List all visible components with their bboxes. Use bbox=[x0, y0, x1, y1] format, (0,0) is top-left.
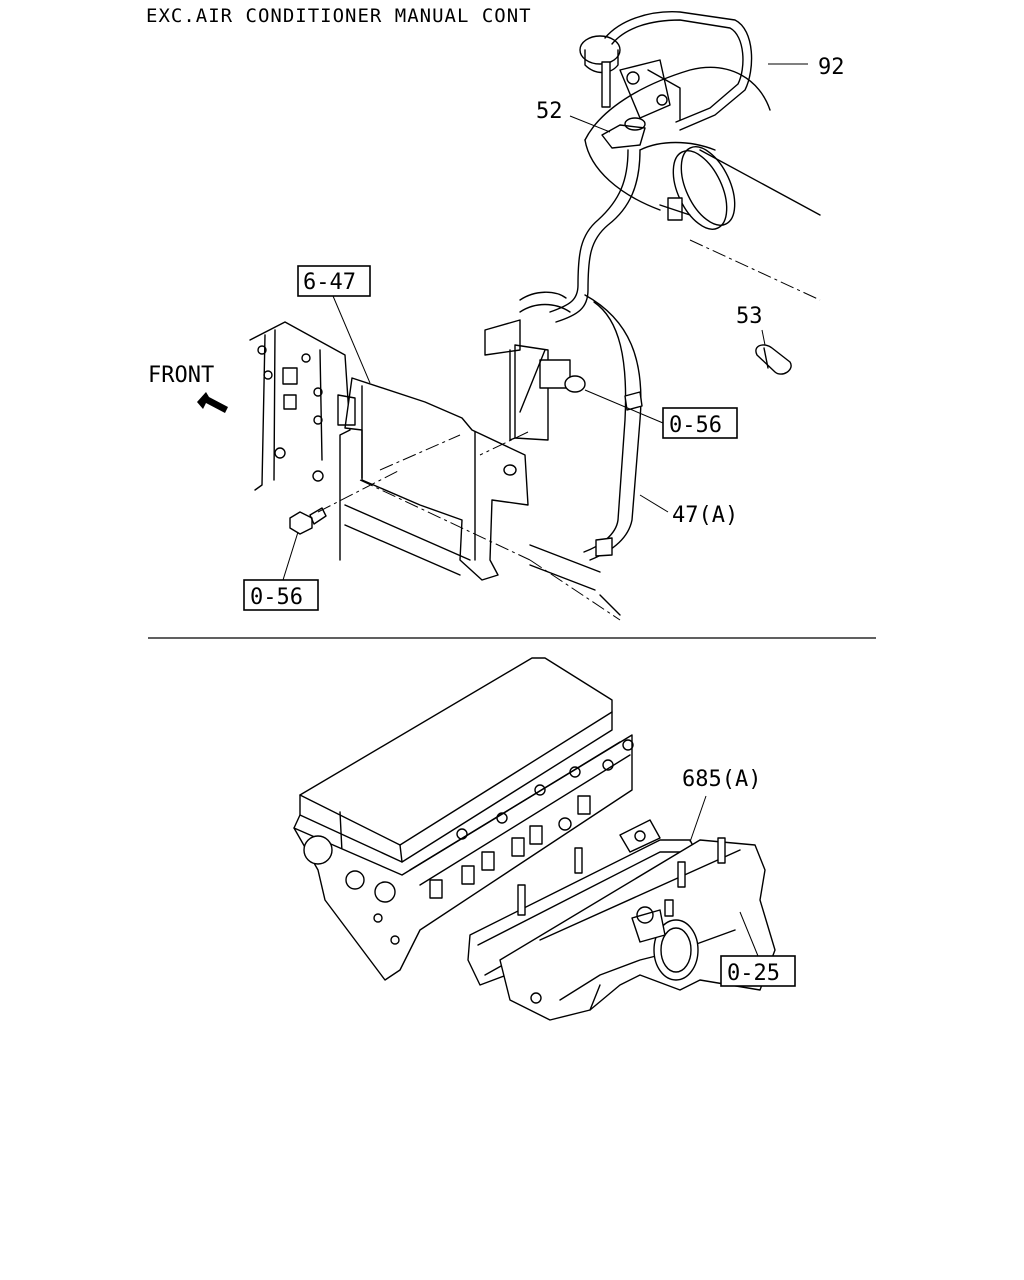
upper-assembly-drawing bbox=[197, 11, 821, 621]
callout-92: 92 bbox=[818, 55, 845, 80]
leader-0-56-right bbox=[584, 389, 664, 424]
callout-47a: 47(A) bbox=[672, 503, 738, 528]
leader-685a bbox=[689, 795, 707, 843]
leader-0-25 bbox=[739, 911, 759, 957]
callout-0-25: 0-25 bbox=[727, 961, 780, 986]
leader-53 bbox=[761, 329, 766, 346]
callout-box-0-56-right bbox=[662, 407, 738, 439]
callout-52: 52 bbox=[536, 99, 563, 124]
callout-box-6-47 bbox=[297, 265, 371, 297]
leader-52 bbox=[569, 115, 611, 133]
leader-47a bbox=[639, 494, 669, 513]
lower-assembly-drawing bbox=[293, 657, 776, 1021]
callout-0-56-bottom: 0-56 bbox=[250, 585, 303, 610]
leader-0-56-bottom bbox=[282, 531, 299, 581]
front-label: FRONT bbox=[148, 363, 214, 388]
callout-box-0-56-bottom bbox=[243, 579, 319, 611]
callout-685a: 685(A) bbox=[682, 767, 761, 792]
leader-6-47 bbox=[332, 295, 371, 384]
callout-6-47: 6-47 bbox=[303, 270, 356, 295]
front-arrow-icon bbox=[197, 392, 228, 413]
callout-53: 53 bbox=[736, 304, 763, 329]
diagram-title: EXC.AIR CONDITIONER MANUAL CONT bbox=[146, 5, 532, 27]
callout-0-56-right: 0-56 bbox=[669, 413, 722, 438]
